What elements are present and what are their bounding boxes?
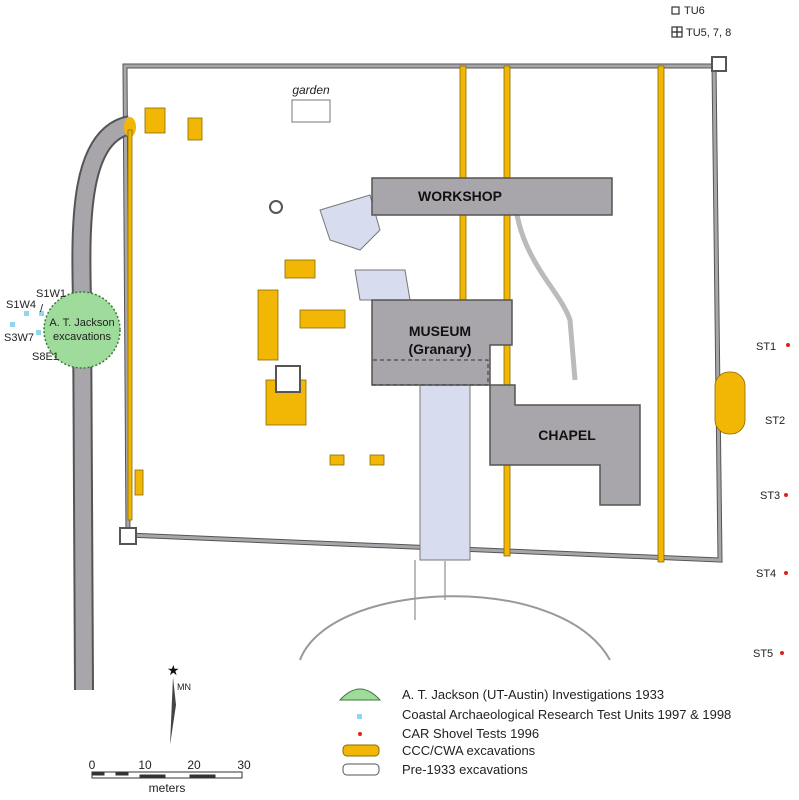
road (73, 117, 133, 691)
top-unit-label: TU6 (684, 5, 705, 17)
legend-label: A. T. Jackson (UT-Austin) Investigations… (402, 687, 664, 702)
scale-tick: 30 (237, 758, 251, 772)
legend-swatch-ccc (342, 744, 380, 757)
chapel-building[interactable] (489, 384, 641, 506)
shovel-test-label: ST1 (756, 341, 776, 353)
workshop-building[interactable] (371, 177, 613, 216)
test-unit-label: S8E1 (32, 351, 59, 363)
workshop-label: WORKSHOP (418, 188, 502, 204)
top-unit-label: TU5, 7, 8 (686, 27, 731, 39)
ruined-rooms (134, 107, 746, 496)
scale-tick: 0 (89, 758, 96, 772)
museum-sub-label: (Granary) (408, 341, 471, 357)
path-to-chapel (512, 199, 578, 381)
legend-label: CAR Shovel Tests 1996 (402, 726, 539, 741)
shovel-test-label: ST3 (760, 490, 780, 502)
scale-bar (91, 771, 243, 779)
pre-1933-arc (299, 595, 611, 661)
museum-label: MUSEUM (409, 323, 471, 339)
legend-label: Coastal Archaeological Research Test Uni… (402, 707, 731, 722)
legend-label: CCC/CWA excavations (402, 743, 536, 758)
corner-bastion-ne (711, 56, 727, 72)
shovel-test-label: ST2 (765, 415, 785, 427)
test-unit-markers (10, 311, 44, 335)
shovel-test-label: ST4 (756, 568, 776, 580)
chapel-label: CHAPEL (538, 427, 596, 443)
legend-label: Pre-1933 excavations (402, 762, 528, 777)
legend-swatch-shovel (358, 732, 362, 736)
garden-plot (291, 99, 331, 123)
scale-tick: 20 (187, 758, 201, 772)
legend-swatch-test-units (357, 714, 362, 719)
road-excavation (124, 117, 136, 137)
test-unit-label: S3W7 (4, 332, 34, 344)
svg-text:★: ★ (167, 662, 180, 678)
test-unit-label: S1W4 (6, 299, 36, 311)
shovel-test-markers (780, 343, 790, 655)
legend-swatch-jackson (338, 688, 382, 701)
room-square (275, 365, 301, 393)
corner-bastion-sw (119, 527, 137, 545)
test-unit-label: S1W1 (36, 288, 66, 300)
north-arrow-icon: ★ (167, 662, 180, 745)
museum-dashed-outline (372, 359, 489, 386)
tu578-icon (671, 26, 683, 38)
jackson-label-1: A. T. Jackson (49, 317, 114, 329)
compound-walls-inner (123, 64, 722, 562)
jackson-label-2: excavations (53, 331, 112, 343)
test-unit-slash: / (40, 303, 44, 315)
pre-1933-trench-south (414, 560, 446, 620)
tu6-icon (671, 6, 680, 15)
jackson-excavation[interactable] (43, 291, 121, 369)
garden-label: garden (292, 83, 330, 97)
scale-unit: meters (149, 781, 186, 795)
pre-1933-excavations (319, 194, 471, 561)
scale-tick: 10 (138, 758, 152, 772)
legend-swatch-pre1933 (342, 763, 380, 776)
shovel-test-label: ST5 (753, 648, 773, 660)
well-icon (269, 200, 283, 214)
north-arrow-label: MN (177, 682, 191, 692)
